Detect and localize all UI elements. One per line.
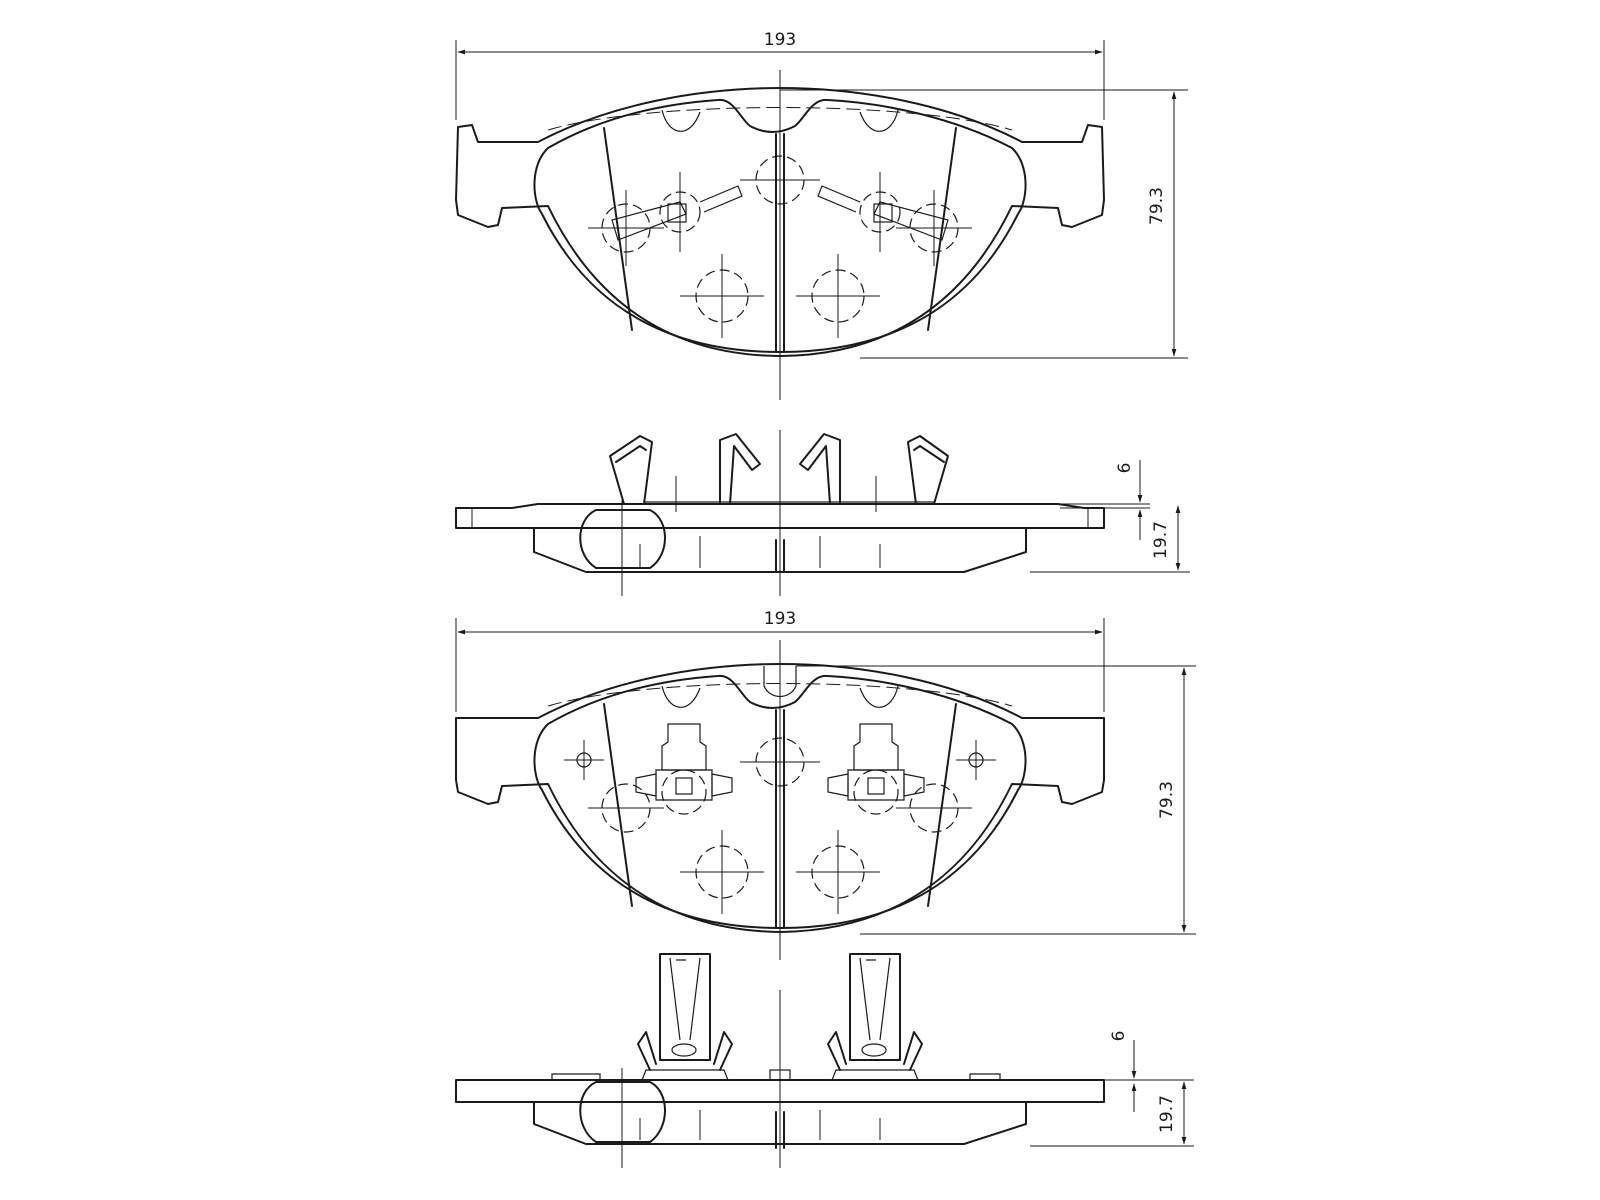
center-slot [775,709,785,929]
side-center-slot [775,539,785,573]
shim-label: 6 [1115,463,1135,474]
shim-dimension: 6 [1060,460,1150,540]
thickness-dimension: 19.7 [1030,505,1190,573]
clip-mount-left [635,723,733,801]
pad-side-view-top: 6 19.7 [455,430,1190,596]
pad-side-view-bottom: 6 19.7 [455,953,1194,1168]
wear-indicator-clip-left [611,185,743,241]
hatched-section [579,1081,666,1143]
pad-front-view-top: 193 79.3 [455,30,1188,400]
width-dimension: 193 [455,609,1105,712]
notch-left [661,685,701,708]
backing-plate-outline [455,663,1105,933]
notch-right [859,109,899,132]
spring-clip-1 [609,435,653,505]
clip-tower-left [637,953,733,1081]
height-dimension: 79.3 [780,89,1188,359]
wear-indicator-clip-right [817,185,949,241]
crosshair-markers [588,155,972,338]
spring-clip-4 [907,435,949,505]
width-dimension: 193 [455,30,1105,120]
chamfer-slot-left [603,127,633,331]
height-dimension: 79.3 [796,665,1196,935]
chamfer-slot-right [927,127,957,331]
notch-left [661,109,701,132]
shim-dimension: 6 [1104,1031,1146,1112]
spring-clip-2 [719,433,761,505]
spring-clip-3 [799,433,841,505]
height-label: 79.3 [1157,781,1177,819]
pad-front-view-bottom: 193 79.3 [455,609,1196,960]
clip-tower-right [827,953,923,1081]
shim-label: 6 [1109,1031,1129,1042]
thickness-dimension: 19.7 [1030,1079,1194,1147]
width-label: 193 [764,30,796,50]
width-label: 193 [764,609,796,629]
clip-mount-right [827,723,925,801]
height-label: 79.3 [1147,187,1167,225]
center-slot [775,133,785,353]
backing-plate-outline [455,87,1105,357]
thickness-label: 19.7 [1151,521,1171,559]
hatched-section [579,509,666,569]
chamfer-slot-right [927,703,957,907]
notch-right [859,685,899,708]
chamfer-slot-left [603,703,633,907]
thickness-label: 19.7 [1157,1095,1177,1133]
side-center-slot [775,1111,785,1149]
